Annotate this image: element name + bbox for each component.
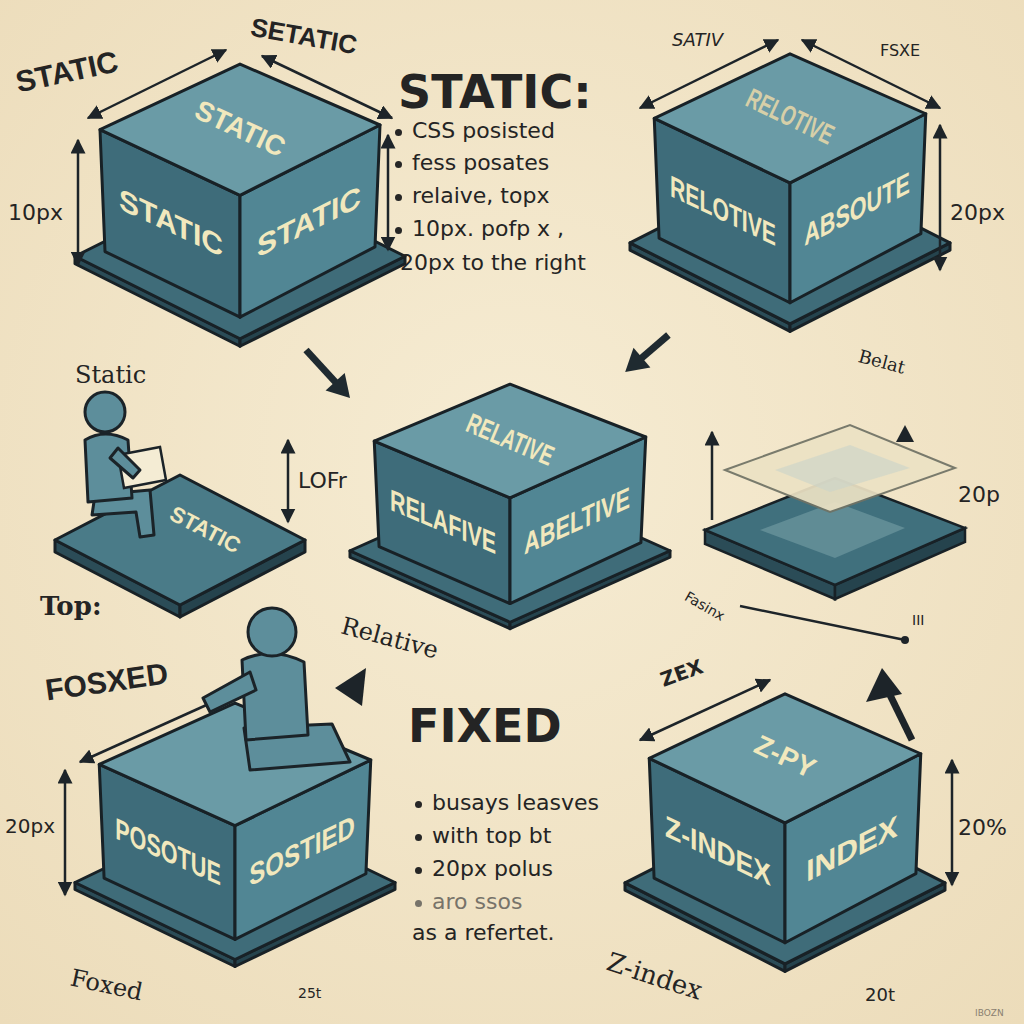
bullet-dot (415, 867, 422, 874)
dimension-line (287, 440, 290, 522)
annotation-label: with top bt (432, 823, 551, 848)
face-label: INDEX (806, 811, 898, 888)
annotation-label: 25t (298, 985, 321, 1001)
annotation-label: Z-index (603, 947, 706, 1006)
dimension-line (64, 770, 67, 895)
connector-line (306, 350, 338, 385)
annotation-label: ZEX (657, 655, 706, 692)
position-cube: RELATIVE RELAFIVE ABELTIVE (350, 372, 670, 632)
annotation-label: 20px polus (432, 856, 553, 881)
annotation-label: 10px (8, 200, 63, 225)
cube-top-face (649, 694, 921, 823)
dimension-line (939, 125, 942, 270)
bullet-dot (395, 194, 402, 201)
annotation-label: fess posates (412, 150, 549, 175)
arrowhead (866, 668, 902, 702)
annotation-label: as a refertet. (412, 920, 555, 945)
face-label: SOSTIED (249, 810, 355, 891)
cube-top-face (99, 703, 371, 826)
face-label: STATIC (257, 181, 361, 263)
dimension-line (77, 140, 80, 265)
bullet-dot (415, 801, 422, 808)
arrow-shaft (890, 695, 912, 740)
annotation-label: CSS posisted (412, 118, 555, 143)
section-heading: STATIC: (398, 66, 592, 119)
connector-arrow (625, 335, 668, 372)
sheet-shade (775, 445, 910, 492)
annotation-label: 20p (958, 482, 1000, 507)
annotation-label: 10px. pofp x , (412, 216, 564, 241)
dimension-line (711, 432, 714, 520)
bullet-dot (415, 900, 422, 907)
person-head (85, 392, 125, 432)
annotation-label: 20% (958, 815, 1007, 840)
annotation-label: SETATIC (248, 13, 359, 61)
face-label: RELOTIVE (742, 85, 838, 150)
annotation-label: STATIC (13, 45, 122, 100)
bullet-dot (395, 161, 402, 168)
face-label: POSOTUE (116, 813, 222, 891)
bullet-dot (415, 834, 422, 841)
annotation-label: FSXE (880, 42, 920, 60)
leader-dot (901, 636, 909, 644)
annotation-label: Foxed (68, 965, 145, 1007)
face-label: STATIC (191, 96, 290, 162)
annotation-label: 20px (5, 815, 55, 838)
face-label: RELOTIVE (670, 170, 776, 250)
annotation-label: III (912, 612, 924, 628)
cube-top-face (100, 64, 380, 195)
annotation-label: Relative (338, 613, 441, 665)
annotation-label: FOSXED (43, 657, 170, 708)
face-label: STATIC (166, 503, 244, 558)
annotation-label: aro ssos (432, 889, 522, 914)
plate-top (55, 475, 305, 605)
cube-top-face (374, 384, 646, 498)
annotation-label: SATIV (672, 30, 723, 51)
position-cube: STATIC STATIC STATIC (75, 50, 405, 350)
position-cube: RELOTIVE RELOTIVE ABSOUTE (630, 40, 950, 335)
face-label: RELATIVE (462, 409, 557, 470)
annotation-label: Static (75, 362, 146, 390)
annotation-label: IBOZN (975, 1008, 1004, 1018)
dimension-line (387, 135, 390, 250)
arrowhead (896, 425, 914, 442)
face-label: RELAFIVE (390, 485, 496, 559)
annotation-label: Belat (856, 346, 907, 378)
face-label: ABSOUTE (804, 167, 910, 251)
annotation-label: LOFr (298, 468, 347, 493)
leader-line (740, 606, 905, 640)
dimension-line (951, 760, 954, 885)
floating-sheet (725, 425, 955, 512)
connector-line (639, 335, 669, 361)
annotation-label: 20px to the right (400, 250, 586, 275)
face-label: STATIC (119, 184, 223, 263)
annotation-label: 20t (865, 985, 895, 1006)
annotation-label: Fasinx (682, 588, 728, 624)
connector-head (625, 348, 650, 372)
annotation-label: Top: (40, 592, 101, 622)
annotation-label: relaive, topx (412, 183, 549, 208)
arrowhead (335, 668, 366, 706)
bullet-dot (395, 227, 402, 234)
bullet-dot (395, 129, 402, 136)
person-head (248, 608, 296, 656)
connector-arrow (306, 350, 350, 398)
person-arm (110, 448, 140, 478)
annotation-label: busays leasves (432, 790, 599, 815)
person-body (242, 653, 308, 740)
position-cube: Z-PY Z-INDEX INDEX (625, 680, 945, 975)
section-heading: FIXED (408, 700, 562, 753)
connector-head (326, 373, 350, 398)
annotation-label: 20px (950, 200, 1005, 225)
position-cube: POSOTUE SOSTIED (75, 690, 395, 970)
cube-top-face (654, 54, 926, 183)
face-label: Z-INDEX (665, 810, 771, 890)
face-label: ABELTIVE (524, 483, 630, 561)
face-label: Z-PY (750, 731, 820, 784)
